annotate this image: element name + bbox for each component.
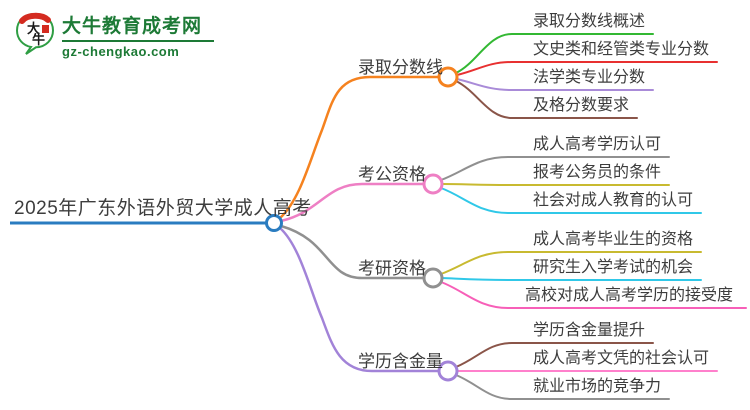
- sub-label-entrance-exam-opportunity[interactable]: 研究生入学考试的机会: [533, 259, 694, 276]
- branch-label-postgraduate[interactable]: 考研资格: [358, 259, 426, 278]
- branch-line-admission-scores: [278, 75, 441, 220]
- branch-node-civil-service[interactable]: [422, 173, 444, 195]
- branch-line-degree-value: [278, 226, 441, 373]
- sub-line-score-overview: [455, 33, 654, 74]
- logo-red-arc: [19, 12, 51, 24]
- logo-char-niu: 牛: [32, 32, 45, 47]
- sub-line-law-scores: [456, 78, 654, 91]
- sub-line-graduate-eligibility: [440, 251, 702, 275]
- sub-label-graduate-eligibility[interactable]: 成人高考毕业生的资格: [533, 231, 694, 248]
- branch-node-admission-scores[interactable]: [437, 66, 459, 88]
- sub-line-job-competitiveness: [455, 374, 670, 400]
- branch-node-postgraduate[interactable]: [422, 267, 444, 289]
- sub-label-score-overview[interactable]: 录取分数线概述: [533, 13, 646, 30]
- site-logo[interactable]: 大 牛 大牛教育成考网 gz-chengkao.com: [14, 11, 214, 59]
- sub-label-law-scores[interactable]: 法学类专业分数: [533, 69, 646, 86]
- logo-bubble-icon: 大 牛: [14, 11, 56, 57]
- sub-line-degree-recognition: [440, 156, 670, 181]
- root-topic-label[interactable]: 2025年广东外语外贸大学成人高考: [14, 198, 312, 219]
- logo-bubble-outline: [15, 12, 55, 55]
- sub-line-entrance-exam-opportunity: [441, 277, 702, 281]
- branch-line-postgraduate: [279, 224, 426, 280]
- logo-char-da: 大: [27, 21, 40, 36]
- sub-line-value-improvement: [455, 342, 654, 368]
- branch-label-civil-service[interactable]: 考公资格: [358, 165, 426, 184]
- sub-line-passing-scores: [455, 80, 638, 119]
- sub-label-job-competitiveness[interactable]: 就业市场的竞争力: [533, 378, 662, 395]
- sub-label-passing-scores[interactable]: 及格分数要求: [533, 97, 630, 114]
- sub-label-value-improvement[interactable]: 学历含金量提升: [533, 322, 646, 339]
- sub-label-civil-servant-requirements[interactable]: 报考公务员的条件: [533, 164, 662, 181]
- sub-label-liberal-arts-scores[interactable]: 文史类和经管类专业分数: [533, 41, 710, 58]
- logo-site-name: 大牛教育成考网: [62, 16, 203, 37]
- sub-line-civil-servant-requirements: [441, 183, 670, 186]
- branch-node-degree-value[interactable]: [437, 360, 459, 382]
- logo-divider: [62, 40, 214, 42]
- sub-label-diploma-recognition[interactable]: 成人高考文凭的社会认可: [533, 350, 710, 367]
- branch-label-degree-value[interactable]: 学历含金量: [358, 352, 443, 371]
- sub-line-liberal-arts-scores: [456, 61, 718, 76]
- sub-line-social-recognition: [440, 187, 702, 214]
- logo-site-domain: gz-chengkao.com: [62, 44, 180, 59]
- branch-line-civil-service: [279, 182, 426, 223]
- sub-label-degree-recognition[interactable]: 成人高考学历认可: [533, 136, 662, 153]
- logo-red-seal: [42, 25, 49, 33]
- root-node-circle[interactable]: [265, 214, 283, 232]
- branch-label-admission-scores[interactable]: 录取分数线: [358, 58, 443, 77]
- sub-label-university-acceptance[interactable]: 高校对成人高考学历的接受度: [525, 287, 734, 304]
- sub-line-university-acceptance: [440, 281, 747, 309]
- sub-label-social-recognition[interactable]: 社会对成人教育的认可: [533, 192, 694, 209]
